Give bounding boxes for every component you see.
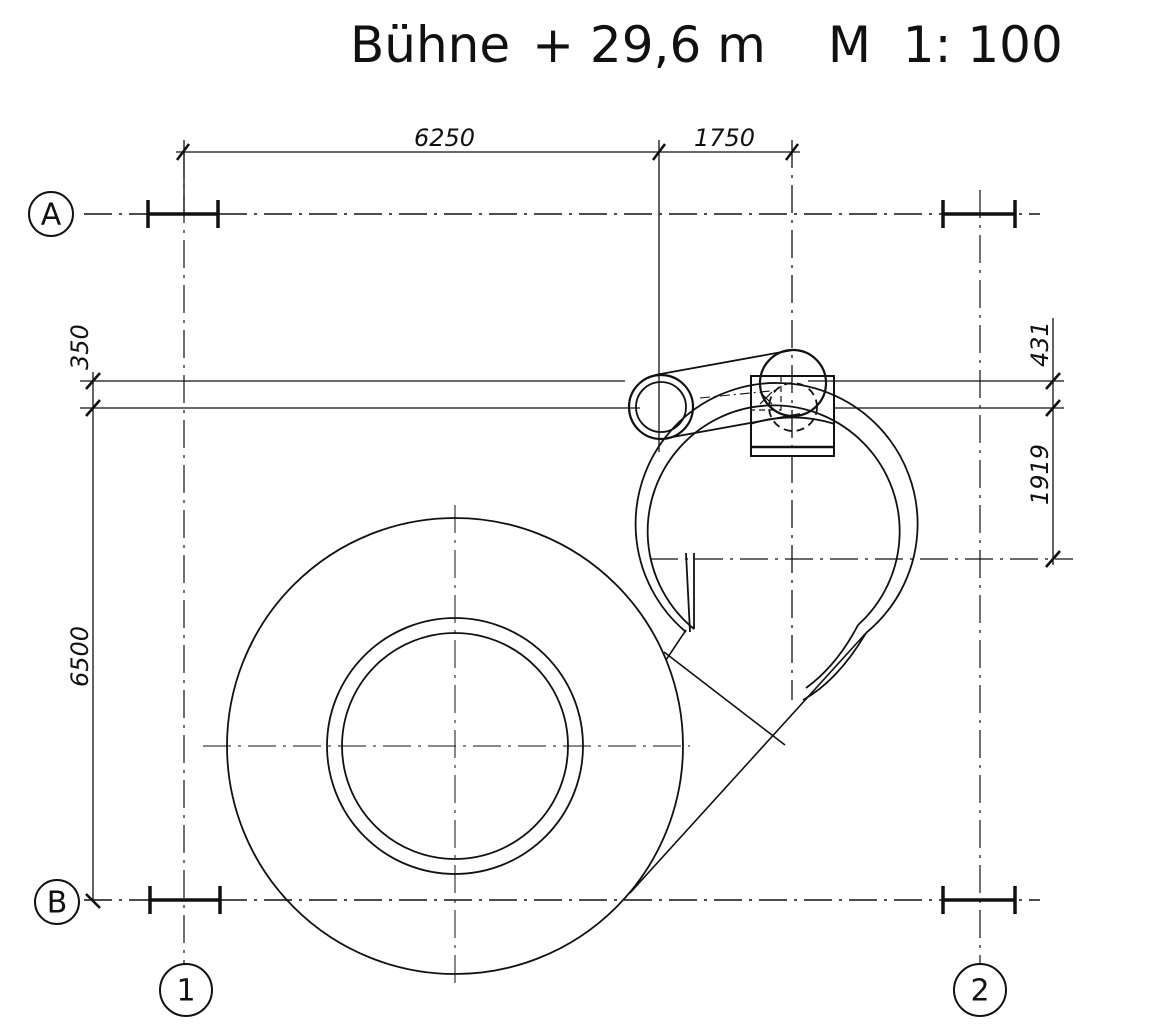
axis-label-1: 1 <box>176 974 195 1009</box>
dim-right-small: 431 <box>1026 321 1054 367</box>
dimension-top <box>175 140 800 700</box>
axis-label-2: 2 <box>970 974 989 1009</box>
axis-bubble-b <box>34 879 80 925</box>
beam-marks <box>146 200 1017 914</box>
dim-left-large: 6500 <box>66 626 94 687</box>
title-scale: M 1: 100 <box>827 16 1063 74</box>
dim-top-right: 1750 <box>694 124 755 152</box>
axis-bubble-1 <box>159 963 213 1017</box>
axis-label-b: B <box>47 886 68 921</box>
dim-top-left: 6250 <box>414 124 475 152</box>
drawing-title: Bühne + 29,6 m M 1: 100 <box>350 16 1063 74</box>
axis-label-a: A <box>41 198 62 233</box>
large-tank-platform <box>203 505 690 990</box>
connecting-walkway <box>629 629 867 894</box>
axis-bubble-a <box>28 191 74 237</box>
title-level: + 29,6 m <box>532 16 766 74</box>
dimension-left <box>80 372 640 909</box>
axis-bubble-2 <box>953 963 1007 1017</box>
ring-platform <box>634 382 919 701</box>
dimension-right <box>650 318 1073 568</box>
dim-left-small: 350 <box>66 324 94 370</box>
stair-chute <box>627 348 835 457</box>
dim-right-large: 1919 <box>1026 444 1054 505</box>
title-platform: Bühne <box>350 16 511 74</box>
